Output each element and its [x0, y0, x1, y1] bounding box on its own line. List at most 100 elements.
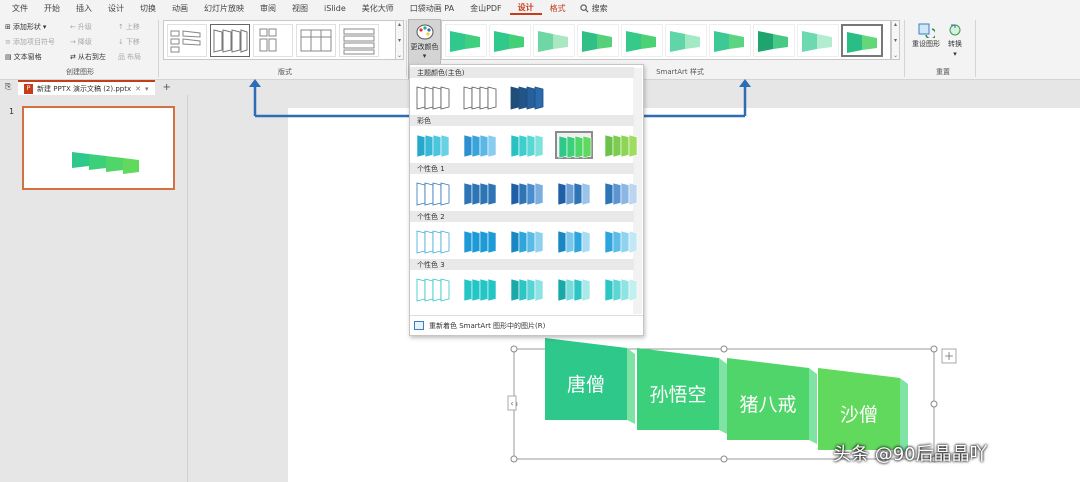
resize-handle[interactable]	[720, 345, 728, 353]
search-box[interactable]: 搜索	[574, 3, 608, 14]
promote-button[interactable]: ←升级	[70, 23, 92, 31]
tab-transitions[interactable]: 切换	[140, 4, 156, 13]
tab-animations[interactable]: 动画	[172, 4, 188, 13]
new-tab-icon[interactable]: +	[162, 82, 171, 93]
smartart-style-thumb[interactable]	[445, 24, 487, 57]
tab-file[interactable]: 文件	[12, 4, 28, 13]
color-option[interactable]	[461, 275, 499, 303]
layout-thumb[interactable]	[253, 24, 293, 57]
move-up-button[interactable]: ↑上移	[118, 23, 140, 31]
expand-icon[interactable]: ⌄	[892, 52, 899, 59]
move-down-button[interactable]: ↓下移	[118, 38, 140, 46]
color-option[interactable]	[461, 179, 499, 207]
resize-handle[interactable]	[510, 345, 518, 353]
tab-design[interactable]: 设计	[108, 4, 124, 13]
reset-graphic-button[interactable]: 重设图形	[912, 22, 940, 49]
color-swatch-shape	[432, 182, 442, 206]
color-option[interactable]	[508, 275, 546, 303]
color-option[interactable]	[414, 131, 452, 159]
document-tab[interactable]: P 新建 PPTX 演示文稿 (2).pptx ✕ ▾	[18, 80, 155, 95]
color-option[interactable]	[555, 275, 593, 303]
color-option-row	[410, 222, 644, 258]
color-option[interactable]	[461, 83, 499, 111]
layout-button[interactable]: 品布局	[118, 53, 141, 61]
smartart-style-thumb[interactable]	[665, 24, 707, 57]
tab-home[interactable]: 开始	[44, 4, 60, 13]
color-swatch-shape	[518, 86, 528, 110]
smartart-style-thumb[interactable]	[489, 24, 531, 57]
color-option[interactable]	[555, 227, 593, 255]
demote-button[interactable]: →降级	[70, 38, 92, 46]
color-option[interactable]	[414, 83, 452, 111]
color-option[interactable]	[555, 131, 593, 159]
layout-thumb-selected[interactable]	[210, 24, 250, 57]
layout-thumb[interactable]	[167, 24, 207, 57]
text-pane-toggle[interactable]	[507, 395, 517, 411]
smartart-style-thumb[interactable]	[841, 24, 883, 57]
scroll-down-icon[interactable]: ▾	[397, 36, 401, 44]
tab-view[interactable]: 视图	[292, 4, 308, 13]
text-pane-button[interactable]: ▤文本窗格	[5, 53, 42, 61]
resize-handle[interactable]	[510, 455, 518, 463]
scroll-up-icon[interactable]: ▴	[893, 21, 897, 28]
styles-scroll[interactable]: ▴ ▾ ⌄	[891, 20, 900, 60]
color-option[interactable]	[414, 179, 452, 207]
resize-handle[interactable]	[720, 455, 728, 463]
tab-pocket-animation[interactable]: 口袋动画 PA	[409, 4, 455, 13]
scroll-up-icon[interactable]: ▴	[397, 21, 401, 28]
smartart-style-thumb[interactable]	[621, 24, 663, 57]
color-option[interactable]	[414, 227, 452, 255]
color-option[interactable]	[508, 83, 546, 111]
color-option[interactable]	[414, 275, 452, 303]
tab-slideshow[interactable]: 幻灯片放映	[204, 4, 244, 13]
smartart-graphic[interactable]: +‹ 唐僧孙悟空猪八戒沙僧	[505, 330, 965, 482]
smartart-style-thumb[interactable]	[577, 24, 619, 57]
color-option[interactable]	[602, 275, 640, 303]
color-swatch-shape	[487, 86, 497, 110]
smartart-style-thumb[interactable]	[533, 24, 575, 57]
tab-review[interactable]: 审阅	[260, 4, 276, 13]
pin-icon[interactable]: ⎘	[5, 82, 12, 91]
recolor-pictures-option[interactable]: 重新着色 SmartArt 图形中的图片(R)	[410, 315, 643, 335]
layouts-scroll[interactable]: ▴ ▾ ⌄	[395, 20, 404, 60]
color-option[interactable]	[602, 179, 640, 207]
resize-handle[interactable]	[930, 400, 938, 408]
right-to-left-button[interactable]: ⇄从右到左	[70, 53, 106, 61]
color-option[interactable]	[508, 179, 546, 207]
tab-format[interactable]: 格式	[549, 4, 566, 13]
color-swatch-shape	[620, 134, 630, 158]
smartart-style-thumb[interactable]	[797, 24, 839, 57]
smartart-style-thumb[interactable]	[753, 24, 795, 57]
add-bullet-button[interactable]: ≡添加项目符号	[5, 38, 55, 46]
tab-islide[interactable]: iSlide	[324, 4, 346, 13]
dropdown-scrollbar[interactable]	[633, 68, 642, 314]
scroll-down-icon[interactable]: ▾	[893, 36, 897, 44]
color-option[interactable]	[508, 131, 546, 159]
resize-handle[interactable]	[930, 455, 938, 463]
chevron-down-icon: ▾	[422, 52, 427, 60]
add-shape-button[interactable]: ⊞添加形状▾	[5, 23, 47, 31]
resize-handle[interactable]	[930, 345, 938, 353]
color-option[interactable]	[508, 227, 546, 255]
expand-icon[interactable]: ⌄	[396, 52, 403, 59]
slide-thumbnail[interactable]	[22, 106, 175, 190]
color-option[interactable]	[555, 179, 593, 207]
tab-kingsoft-pdf[interactable]: 金山PDF	[470, 4, 502, 13]
layout-thumb[interactable]	[296, 24, 336, 57]
color-option[interactable]	[461, 227, 499, 255]
tab-smartart-design[interactable]: 设计	[509, 2, 542, 15]
tab-meihua[interactable]: 美化大师	[361, 4, 394, 13]
add-shape-plus-button[interactable]	[941, 348, 957, 364]
layout-thumb[interactable]	[339, 24, 379, 57]
close-icon[interactable]: ✕	[135, 84, 141, 93]
color-option[interactable]	[461, 131, 499, 159]
tab-insert[interactable]: 插入	[76, 4, 92, 13]
color-option[interactable]	[602, 227, 640, 255]
smartart-style-thumb[interactable]	[709, 24, 751, 57]
tab-menu-icon[interactable]: ▾	[144, 84, 149, 93]
color-swatch-shape	[573, 230, 583, 254]
color-swatch-shape	[526, 182, 536, 206]
color-option[interactable]	[602, 131, 640, 159]
smartart-shape-label: 沙僧	[840, 404, 878, 426]
convert-button[interactable]: 转换 ▾	[946, 22, 964, 58]
